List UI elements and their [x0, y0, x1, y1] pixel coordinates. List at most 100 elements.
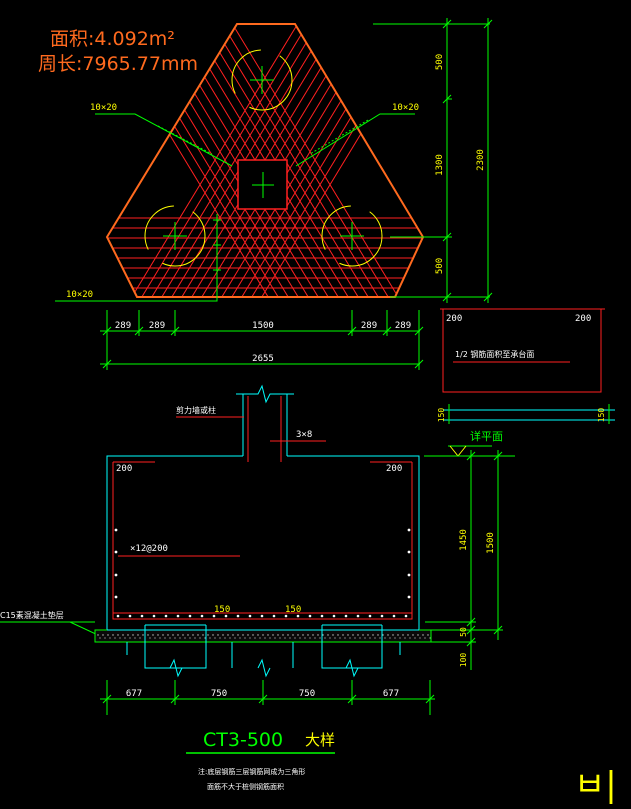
section-dim-bottom-left: 150: [214, 605, 230, 615]
rebar-dot: [259, 637, 261, 639]
section-dim-b-677-a: 677: [126, 689, 142, 699]
rebar-line: [209, 24, 381, 297]
plan-dim-v-1300: 1300: [435, 154, 445, 176]
rebar-dot: [140, 614, 144, 618]
rebar-dot: [116, 614, 120, 618]
rebar-dot: [362, 634, 364, 636]
rebar-dot: [407, 573, 411, 577]
section-dim-top-left: 200: [116, 464, 132, 474]
title-note-line2: 面筋不大于桩侧钢筋面积: [207, 782, 284, 791]
rebar-dot: [342, 634, 344, 636]
rebar-dot: [224, 637, 226, 639]
rebar-dot: [422, 634, 424, 636]
rebar-dot: [387, 634, 389, 636]
section-dim-bottom-right: 150: [285, 605, 301, 615]
rebar-dot: [224, 614, 228, 618]
rebar-dot: [239, 637, 241, 639]
rebar-dot: [114, 550, 118, 554]
pile-circle-top: [231, 49, 293, 111]
rebar-dot: [412, 634, 414, 636]
rebar-dot: [284, 637, 286, 639]
rebar-dot: [114, 573, 118, 577]
section-dim-b-677-b: 677: [383, 689, 399, 699]
rebar-dot: [264, 637, 266, 639]
rebar-dot: [324, 637, 326, 639]
section-dim-top-right: 200: [386, 464, 402, 474]
rebar-dot: [149, 637, 151, 639]
rebar-dot: [117, 634, 119, 636]
detail-side-right: 150: [597, 408, 606, 423]
plan-rebar-note-right: 10×20: [392, 103, 419, 113]
rebar-dot: [107, 634, 109, 636]
rebar-dot: [97, 634, 99, 636]
rebar-dot: [397, 634, 399, 636]
rebar-dot: [164, 614, 168, 618]
detail-dim-left: 200: [446, 314, 462, 324]
rebar-dot: [356, 614, 360, 618]
rebar-dot: [337, 634, 339, 636]
rebar-dot: [289, 637, 291, 639]
rebar-dot: [109, 637, 111, 639]
rebar-dot: [194, 637, 196, 639]
rebar-dot: [294, 637, 296, 639]
rebar-dot: [424, 637, 426, 639]
rebar-dot: [284, 614, 288, 618]
rebar-dot: [407, 595, 411, 599]
corner-glyph: ㅂ|: [574, 765, 617, 805]
rebar-dot: [279, 637, 281, 639]
rebar-dot: [327, 634, 329, 636]
rebar-line: [229, 24, 401, 297]
rebar-dot: [359, 637, 361, 639]
rebar-dot: [174, 637, 176, 639]
rebar-dot: [142, 634, 144, 636]
rebar-dot: [272, 634, 274, 636]
rebar-dot: [192, 634, 194, 636]
rebar-dot: [296, 614, 300, 618]
rebar-dot: [102, 634, 104, 636]
rebar-dot: [99, 637, 101, 639]
rebar-dot: [269, 637, 271, 639]
rebar-dot: [167, 634, 169, 636]
rebar-dot: [354, 637, 356, 639]
rebar-dot: [407, 528, 411, 532]
rebar-dot: [152, 634, 154, 636]
rebar-dot: [332, 614, 336, 618]
rebar-dot: [200, 614, 204, 618]
section-dim-b-750-b: 750: [299, 689, 315, 699]
rebar-dot: [199, 637, 201, 639]
rebar-dot: [187, 634, 189, 636]
section-dim-r-1450: 1450: [459, 529, 469, 551]
rebar-dot: [292, 634, 294, 636]
rebar-dot: [184, 637, 186, 639]
rebar-dot: [287, 634, 289, 636]
rebar-dot: [247, 634, 249, 636]
plan-view: 10×20 10×20 10×20 面积:4.092m² 周长:7965.77m…: [38, 18, 493, 370]
rebar-dot: [344, 637, 346, 639]
plan-dim-v-500-top: 500: [435, 54, 445, 70]
rebar-dot: [237, 634, 239, 636]
rebar-dot: [127, 634, 129, 636]
plan-dim-h-289-d: 289: [395, 321, 411, 331]
rebar-dot: [367, 634, 369, 636]
section-dim-r-50: 50: [459, 627, 468, 637]
rebar-dot: [382, 634, 384, 636]
rebar-dot: [212, 614, 216, 618]
rebar-dot: [262, 634, 264, 636]
rebar-dot: [204, 637, 206, 639]
rebar-dot: [379, 637, 381, 639]
rebar-dot: [172, 634, 174, 636]
detail-side-left: 150: [437, 408, 446, 423]
rebar-dot: [384, 637, 386, 639]
rebar-dot: [352, 634, 354, 636]
rebar-dot: [332, 634, 334, 636]
plan-rebar-note-left: 10×20: [90, 103, 117, 113]
rebar-dot: [202, 634, 204, 636]
rebar-dot: [114, 595, 118, 599]
rebar-dot: [169, 637, 171, 639]
rebar-dot: [307, 634, 309, 636]
plan-dim-h-289-c: 289: [361, 321, 377, 331]
rebar-dot: [152, 614, 156, 618]
rebar-dot: [429, 637, 431, 639]
rebar-dot: [372, 634, 374, 636]
section-label-column: 剪力墙或柱: [176, 405, 216, 415]
